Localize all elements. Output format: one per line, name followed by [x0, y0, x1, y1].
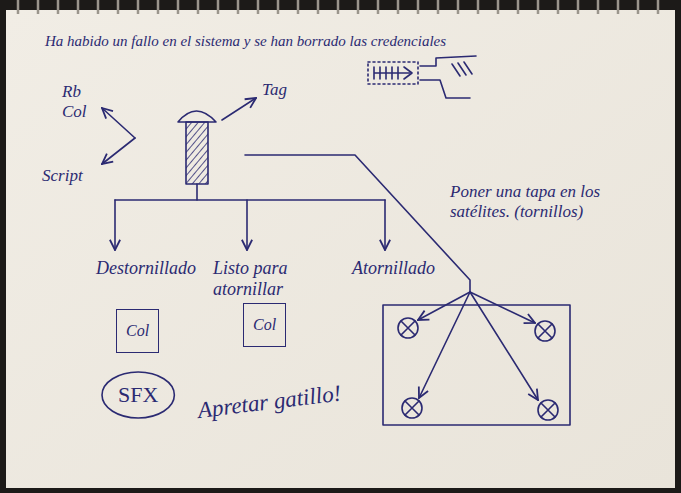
note: Ha habido un fallo en el sistema y se ha…	[45, 33, 515, 50]
arrow	[418, 292, 538, 400]
screw-drawing	[178, 111, 216, 184]
component-label: Rb Col	[62, 82, 92, 121]
box-outline: Col	[116, 309, 159, 353]
node-text: Col	[253, 316, 276, 334]
cover-plate	[383, 305, 570, 425]
arrow	[102, 138, 135, 164]
node-heading: Destornillado	[96, 258, 206, 279]
node-text: Col	[126, 322, 149, 340]
arrow	[222, 98, 256, 120]
screwdriver-drawing	[368, 56, 476, 98]
screw-hole	[398, 318, 558, 420]
component-label: Script	[42, 166, 102, 186]
state-tree	[115, 184, 385, 250]
state-box: DestornilladoCol	[96, 258, 206, 353]
arrow	[102, 108, 135, 138]
spiral-rings	[18, 0, 658, 14]
node-text: SFX	[118, 382, 158, 408]
node-heading: Listo para atornillar	[213, 258, 308, 299]
paper	[6, 10, 675, 488]
box-outline: Col	[243, 303, 286, 347]
sfx-ellipse: SFX	[100, 370, 176, 420]
state-label: Atornillado	[352, 258, 452, 279]
note: Poner una tapa en los satélites. (tornil…	[450, 182, 628, 221]
state-box: Listo para atornillarCol	[213, 258, 308, 347]
component-label: Tag	[262, 80, 312, 100]
note: Apretar gatillo!	[196, 377, 373, 425]
